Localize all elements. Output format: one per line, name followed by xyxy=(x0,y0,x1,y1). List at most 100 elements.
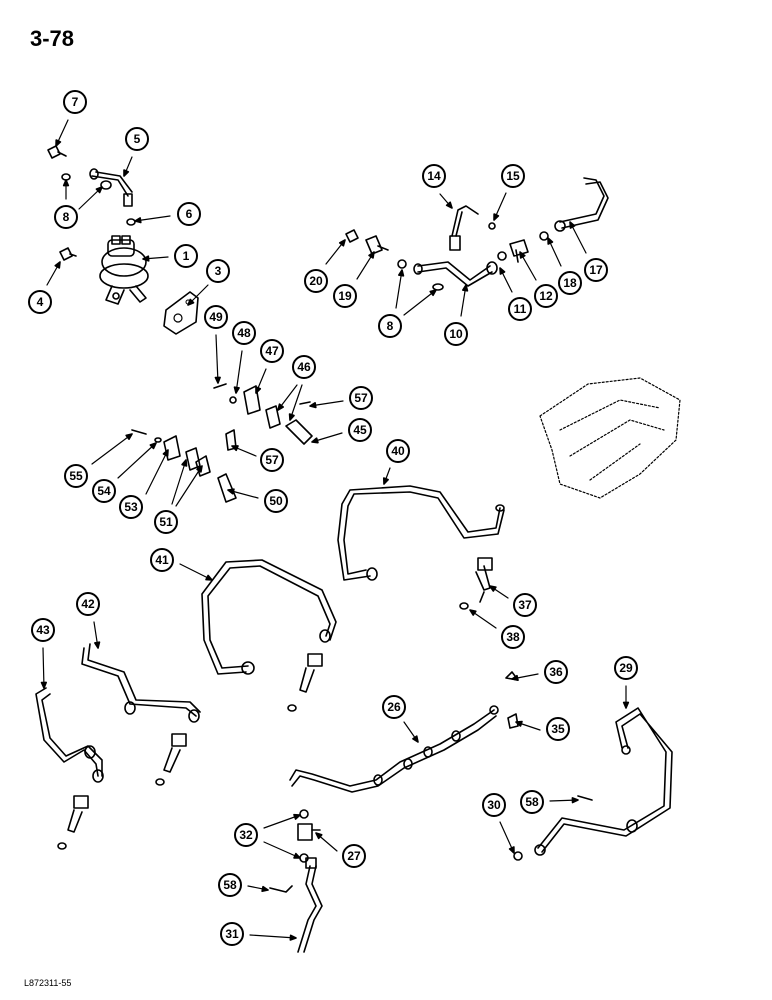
leader-arrowhead xyxy=(293,852,301,859)
fuel-lift-pump xyxy=(99,235,149,305)
callout-number: 1 xyxy=(183,249,190,263)
callout-c46: 46 xyxy=(292,355,316,379)
callout-c42: 42 xyxy=(76,592,100,616)
callout-c31: 31 xyxy=(220,922,244,946)
callout-circle xyxy=(218,873,242,897)
callout-circle xyxy=(232,321,256,345)
callout-c58a: 58 xyxy=(520,790,544,814)
leader-line xyxy=(42,647,45,689)
callout-circle xyxy=(260,448,284,472)
leader-arrowhead xyxy=(196,465,203,473)
callout-number: 14 xyxy=(427,169,441,183)
callout-number: 15 xyxy=(506,169,520,183)
fuel-injector-left-mid xyxy=(155,733,187,786)
callout-circle xyxy=(54,205,78,229)
callout-number: 27 xyxy=(347,849,361,863)
leader-arrowhead xyxy=(515,720,523,727)
callout-number: 12 xyxy=(539,289,553,303)
callout-leaders xyxy=(40,119,630,941)
leader-line xyxy=(91,433,133,465)
callout-circle xyxy=(342,844,366,868)
leader-arrowhead xyxy=(289,934,297,941)
leader-arrowhead xyxy=(338,239,346,247)
leader-arrowhead xyxy=(398,269,405,277)
leader-arrowhead xyxy=(469,609,477,616)
leader-arrowhead xyxy=(508,846,515,854)
injection-pipe-42 xyxy=(81,643,201,717)
callout-number: 55 xyxy=(69,469,83,483)
leader-arrowhead xyxy=(368,251,375,259)
fuel-pipe-5 xyxy=(91,171,133,197)
callout-c4: 4 xyxy=(28,290,52,314)
leader-arrowhead xyxy=(571,797,579,804)
callout-c26: 26 xyxy=(382,695,406,719)
callout-circle xyxy=(348,418,372,442)
callout-number: 29 xyxy=(619,661,633,675)
callout-circle xyxy=(220,922,244,946)
callout-circle xyxy=(64,464,88,488)
page-number: 3-78 xyxy=(30,26,75,51)
injection-pipe-43 xyxy=(35,687,103,777)
callout-c8a: 8 xyxy=(54,205,78,229)
leader-arrowhead xyxy=(309,402,317,409)
callout-c19: 19 xyxy=(333,284,357,308)
injection-pipe-41 xyxy=(201,559,337,675)
fuel-injector-37 xyxy=(459,557,493,610)
callout-number: 50 xyxy=(269,494,283,508)
callout-number: 20 xyxy=(309,274,323,288)
callout-circle xyxy=(174,244,198,268)
leader-arrowhead xyxy=(288,413,295,421)
callout-c8b: 8 xyxy=(378,314,402,338)
callout-circle xyxy=(501,164,525,188)
leader-arrowhead xyxy=(547,237,554,245)
leader-line xyxy=(175,465,203,507)
fuel-pipe-29 xyxy=(537,707,673,853)
leader-arrowhead xyxy=(55,139,62,147)
callout-number: 46 xyxy=(297,360,311,374)
bolt-4 xyxy=(59,247,77,261)
callout-circle xyxy=(349,386,373,410)
callout-c5: 5 xyxy=(125,127,149,151)
callout-number: 31 xyxy=(225,927,239,941)
callout-c54: 54 xyxy=(92,479,116,503)
leader-arrowhead xyxy=(277,403,285,411)
callout-number: 58 xyxy=(525,795,539,809)
callout-circle xyxy=(378,314,402,338)
leader-arrowhead xyxy=(293,813,301,820)
callout-circle xyxy=(584,258,608,282)
leader-arrowhead xyxy=(149,442,157,450)
callout-circle xyxy=(534,284,558,308)
callout-number: 47 xyxy=(265,344,279,358)
leak-off-pipe-26 xyxy=(289,709,497,793)
callout-number: 57 xyxy=(265,453,279,467)
callout-circle xyxy=(234,823,258,847)
leader-line xyxy=(263,814,301,829)
callout-circle xyxy=(482,793,506,817)
callout-number: 58 xyxy=(223,878,237,892)
leader-arrowhead xyxy=(493,213,500,221)
callout-c38: 38 xyxy=(501,625,525,649)
leader-arrowhead xyxy=(429,289,437,297)
callout-circle xyxy=(508,297,532,321)
callout-number: 18 xyxy=(563,276,577,290)
callout-number: 30 xyxy=(487,798,501,812)
callout-number: 11 xyxy=(514,302,527,316)
callout-circle xyxy=(382,695,406,719)
leader-line xyxy=(395,269,403,309)
callout-number: 5 xyxy=(134,132,141,146)
callout-number: 42 xyxy=(81,597,95,611)
nut-6 xyxy=(126,218,136,226)
callout-c32: 32 xyxy=(234,823,258,847)
leader-arrowhead xyxy=(569,221,576,229)
callout-c51: 51 xyxy=(154,510,178,534)
figure-code: L872311-55 xyxy=(24,978,72,988)
leader-arrowhead xyxy=(622,701,630,709)
callout-c41: 41 xyxy=(150,548,174,572)
callout-c6: 6 xyxy=(177,202,201,226)
callout-number: 40 xyxy=(391,444,405,458)
leader-arrowhead xyxy=(205,574,213,581)
callout-c17: 17 xyxy=(584,258,608,282)
callout-c48: 48 xyxy=(232,321,256,345)
